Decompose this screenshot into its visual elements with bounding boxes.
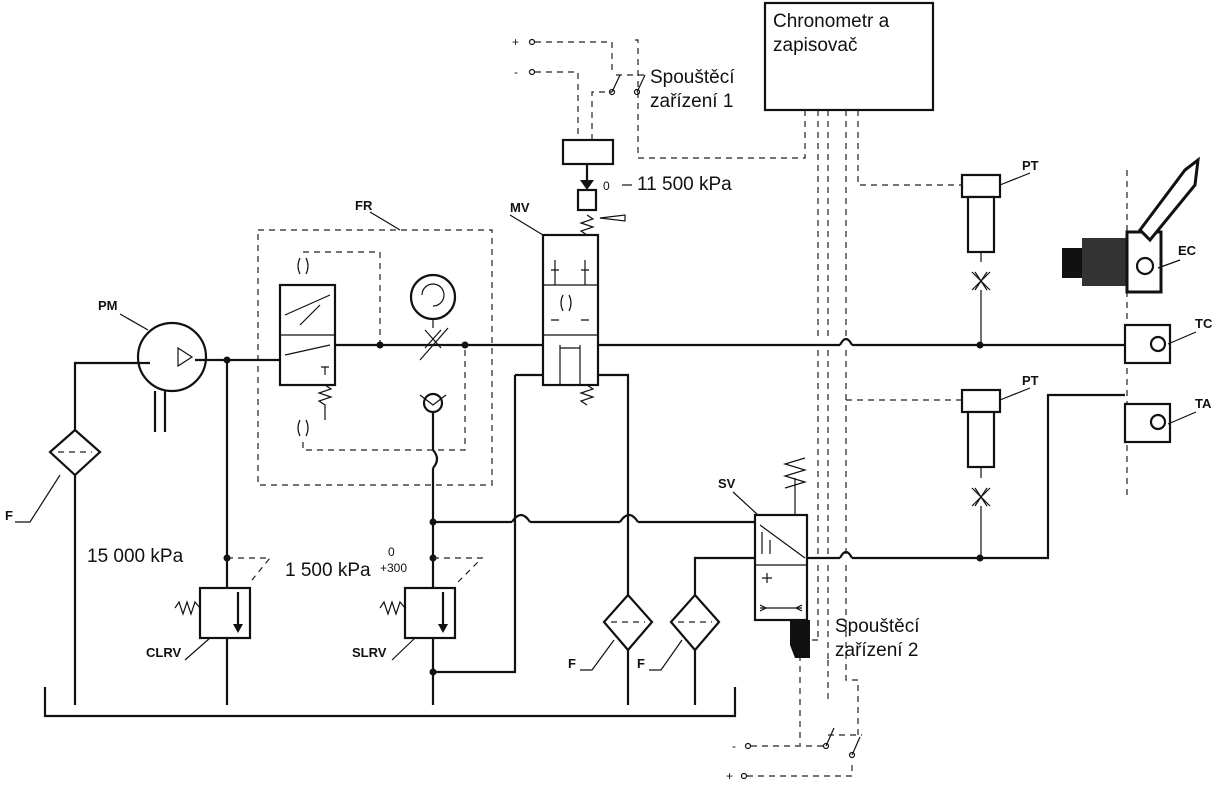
filter-mid2-label: F [637, 656, 645, 671]
mv-pressure-zero: 0 [603, 179, 610, 193]
trigger-2: Spouštěcí zařízení 2 - + [726, 616, 920, 783]
plus-sign-top: + [512, 35, 519, 49]
mv-pressure-label: 11 500 kPa [637, 174, 732, 195]
pt-sensor-bottom: PT [960, 373, 1039, 558]
slrv-pressure-lower: +300 [380, 561, 407, 575]
recorder-box: Chronometr a zapisovač [763, 1, 935, 112]
pt-sensor-top: PT [960, 158, 1039, 345]
fr-unit: FR [257, 198, 493, 486]
mv-valve: MV [509, 200, 600, 406]
filter-mid-1: F [568, 593, 654, 671]
sv-label: SV [718, 476, 736, 491]
clrv-label: CLRV [146, 645, 181, 660]
pt-top-label: PT [1022, 158, 1039, 173]
ec-label: EC [1178, 243, 1197, 258]
slrv-pressure-label: 1 500 kPa [285, 560, 371, 581]
slrv-label: SLRV [352, 645, 387, 660]
slrv-valve: 1 500 kPa 0 +300 SLRV [285, 545, 484, 661]
clrv-valve: 15 000 kPa CLRV [87, 546, 272, 661]
minus-sign-bottom: - [732, 739, 736, 753]
recorder-label-line2: zapisovač [773, 35, 858, 56]
pump-pm: PM [98, 298, 208, 432]
trigger-2-label-line2: zařízení 2 [835, 640, 918, 661]
trigger-1-label-line2: zařízení 1 [650, 91, 733, 112]
filter-left-label: F [5, 508, 13, 523]
main-lines [43, 337, 1125, 718]
filter-mid-2: F [637, 593, 721, 671]
ta-label: TA [1195, 396, 1212, 411]
recorder-label-line1: Chronometr a [773, 11, 890, 32]
trigger-2-label-line1: Spouštěcí [835, 616, 920, 637]
minus-sign-top: - [514, 65, 518, 79]
plus-sign-bottom: + [726, 769, 733, 783]
trigger-1-label-line1: Spouštěcí [650, 67, 735, 88]
slrv-pressure-upper: 0 [388, 545, 395, 559]
filter-mid1-label: F [568, 656, 576, 671]
fr-label: FR [355, 198, 373, 213]
tc-label: TC [1195, 316, 1213, 331]
mv-label: MV [510, 200, 530, 215]
solenoid: 0 11 500 kPa [561, 138, 732, 222]
sv-valve: SV [718, 457, 810, 658]
trigger-1: + - Spouštěcí zařízení 1 [512, 35, 735, 140]
pm-label: PM [98, 298, 118, 313]
filter-left: F [5, 428, 102, 523]
pt-bottom-label: PT [1022, 373, 1039, 388]
signal-lines [630, 39, 962, 745]
clrv-pressure-label: 15 000 kPa [87, 546, 184, 567]
brake-assembly: EC TC TA [1062, 156, 1213, 500]
